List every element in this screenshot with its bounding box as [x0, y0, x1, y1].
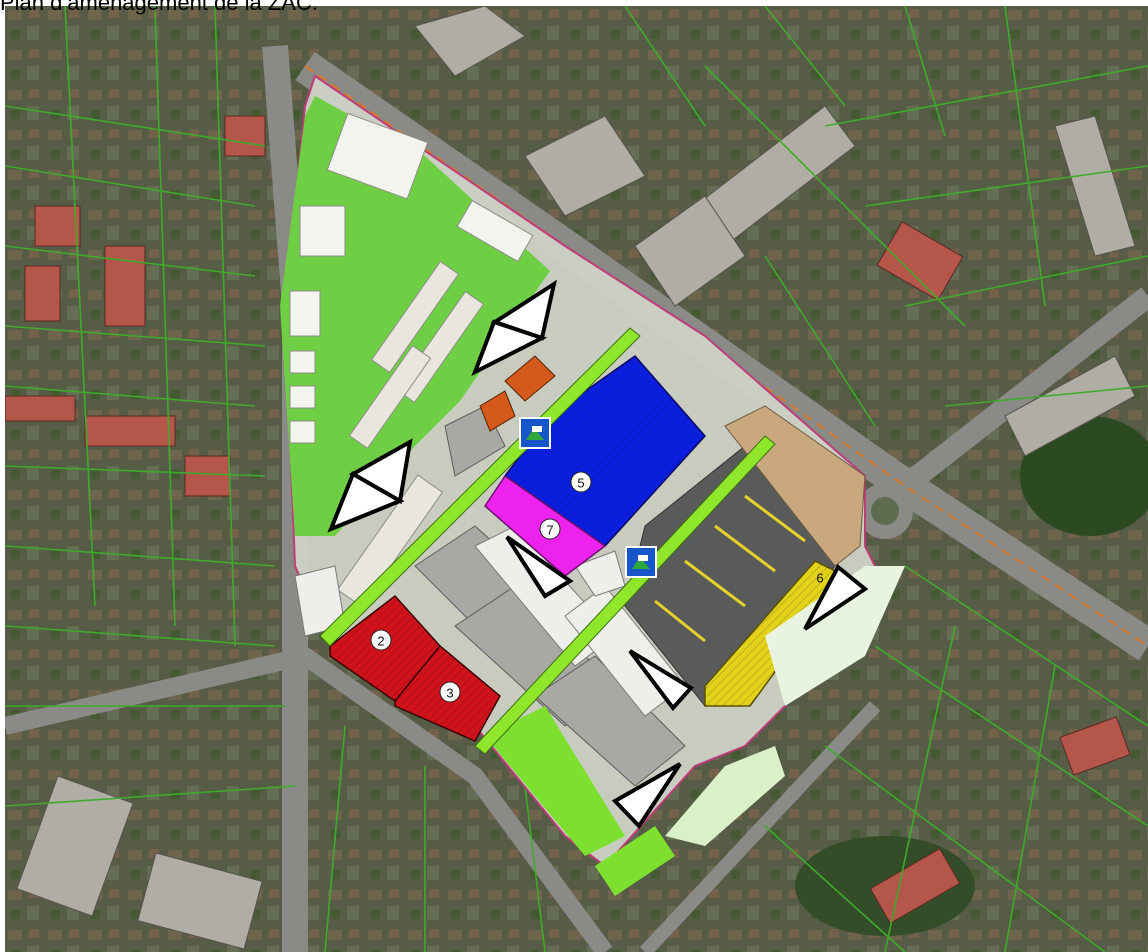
arrow-triangle [803, 563, 869, 631]
lot-label-3: 3 [439, 681, 461, 703]
lot-label-2: 2 [370, 629, 392, 651]
svg-text:2: 2 [377, 634, 384, 649]
row-houses [336, 260, 485, 608]
red-roof-houses [5, 115, 1131, 925]
green-space-southeast[interactable] [595, 826, 675, 896]
light-green-area[interactable] [665, 746, 785, 846]
arrow-tip-down [471, 319, 548, 377]
arrow-triangle [505, 535, 574, 599]
lot-label-6: 6 [816, 571, 823, 586]
residential-lots [289, 112, 534, 444]
existing-buildings [16, 6, 1136, 950]
parking-rows [654, 494, 806, 643]
arrow-triangle [611, 762, 682, 830]
svg-text:5: 5 [577, 476, 584, 491]
arrow-tip-down [327, 471, 405, 533]
svg-text:7: 7 [546, 523, 553, 538]
arrow-triangle [628, 649, 695, 712]
zac-plan-map[interactable]: 5 7 2 3 6 [5, 6, 1148, 952]
lot-label-7: 7 [539, 518, 561, 540]
svg-text:3: 3 [446, 686, 453, 701]
access-arrows [327, 279, 869, 830]
orange-lots[interactable] [479, 355, 556, 432]
lot-label-5: 5 [570, 471, 592, 493]
info-panel-icon[interactable] [625, 546, 657, 578]
page-title: Plan d’aménagement de la ZAC. [0, 0, 318, 15]
parcel-boundaries [5, 6, 1148, 952]
green-strip-east [474, 435, 776, 755]
info-panel-icon[interactable] [519, 417, 551, 449]
light-green-area[interactable] [765, 566, 905, 706]
svg-text:6: 6 [816, 571, 823, 586]
tree-mass [1020, 416, 1148, 536]
green-space-south[interactable] [485, 706, 625, 856]
